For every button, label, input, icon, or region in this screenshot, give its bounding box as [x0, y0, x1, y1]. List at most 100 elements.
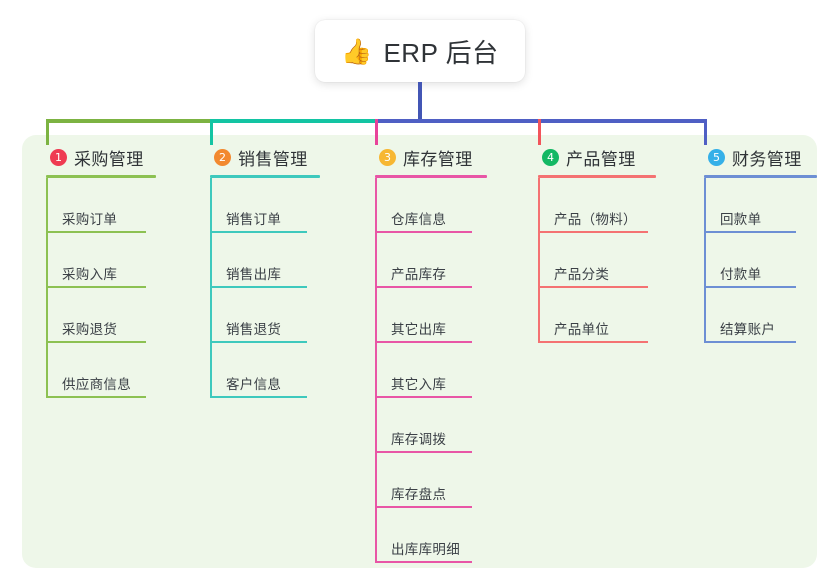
connector-segment-indigo	[375, 119, 707, 123]
column-2: 2 销售管理销售订单销售出库销售退货客户信息	[200, 144, 350, 398]
leaf-label: 库存调拨	[391, 432, 447, 447]
leaf-label: 销售订单	[226, 212, 282, 227]
leaf-rule	[210, 341, 307, 343]
leaf-list-3: 仓库信息产品库存其它出库其它入库库存调拨库存盘点出库库明细	[365, 178, 525, 563]
leaf-item[interactable]: 其它入库	[365, 343, 525, 398]
column-header-5[interactable]: 5 财务管理	[694, 144, 839, 170]
thumbs-up-icon: 👍	[341, 37, 373, 66]
root-stem	[418, 82, 422, 122]
leaf-item[interactable]: 产品分类	[528, 233, 688, 288]
leaf-label: 回款单	[720, 212, 762, 227]
column-rule-2	[210, 175, 320, 178]
column-rule-3	[375, 175, 487, 178]
leaf-rule	[375, 231, 472, 233]
leaf-rule	[538, 286, 648, 288]
column-title-5: 财务管理	[732, 149, 802, 169]
leaf-item[interactable]: 客户信息	[200, 343, 350, 398]
column-header-3[interactable]: 3 库存管理	[365, 144, 525, 170]
drop-column-3	[375, 119, 378, 145]
leaf-label: 采购退货	[62, 322, 118, 337]
leaf-item[interactable]: 采购入库	[36, 233, 186, 288]
leaf-item[interactable]: 其它出库	[365, 288, 525, 343]
connector-segment-teal	[210, 119, 378, 123]
column-title-4: 产品管理	[566, 149, 636, 169]
leaf-item[interactable]: 库存调拨	[365, 398, 525, 453]
leaf-rule	[704, 231, 796, 233]
leaf-list-5: 回款单付款单结算账户	[694, 178, 839, 343]
leaf-label: 客户信息	[226, 377, 282, 392]
leaf-rule	[704, 286, 796, 288]
leaf-item[interactable]: 销售出库	[200, 233, 350, 288]
column-spine-4	[538, 178, 540, 343]
column-rule-5	[704, 175, 817, 178]
column-rule-1	[46, 175, 156, 178]
leaf-item[interactable]: 采购订单	[36, 178, 186, 233]
leaf-item[interactable]: 销售退货	[200, 288, 350, 343]
connector-segment-green	[46, 119, 213, 123]
leaf-rule	[46, 286, 146, 288]
column-header-2[interactable]: 2 销售管理	[200, 144, 350, 170]
leaf-label: 付款单	[720, 267, 762, 282]
leaf-item[interactable]: 采购退货	[36, 288, 186, 343]
leaf-label: 产品分类	[554, 267, 610, 282]
leaf-item[interactable]: 销售订单	[200, 178, 350, 233]
leaf-rule	[704, 341, 796, 343]
leaf-item[interactable]: 出库库明细	[365, 508, 525, 563]
leaf-item[interactable]: 产品库存	[365, 233, 525, 288]
column-badge-2: 2	[214, 148, 231, 166]
leaf-item[interactable]: 回款单	[694, 178, 839, 233]
column-spine-1	[46, 178, 48, 398]
leaf-rule	[46, 231, 146, 233]
column-badge-3: 3	[379, 148, 396, 166]
leaf-label: 库存盘点	[391, 487, 447, 502]
leaf-rule	[210, 231, 307, 233]
leaf-item[interactable]: 结算账户	[694, 288, 839, 343]
leaf-list-2: 销售订单销售出库销售退货客户信息	[200, 178, 350, 398]
leaf-label: 仓库信息	[391, 212, 447, 227]
leaf-item[interactable]: 供应商信息	[36, 343, 186, 398]
leaf-label: 供应商信息	[62, 377, 131, 392]
column-badge-5: 5	[708, 148, 725, 166]
leaf-item[interactable]: 付款单	[694, 233, 839, 288]
leaf-label: 其它入库	[391, 377, 447, 392]
leaf-item[interactable]: 产品（物料）	[528, 178, 688, 233]
column-title-2: 销售管理	[238, 149, 308, 169]
diagram-panel	[22, 135, 817, 568]
leaf-list-4: 产品（物料） 产品分类产品单位	[528, 178, 688, 343]
leaf-label: 采购入库	[62, 267, 118, 282]
leaf-rule	[375, 286, 472, 288]
leaf-rule	[46, 396, 146, 398]
leaf-rule	[210, 396, 307, 398]
column-spine-2	[210, 178, 212, 398]
drop-column-5	[704, 119, 707, 145]
column-spine-3	[375, 178, 377, 563]
column-3: 3 库存管理仓库信息产品库存其它出库其它入库库存调拨库存盘点出库库明细	[365, 144, 525, 563]
root-node[interactable]: 👍 ERP 后台	[315, 20, 525, 82]
column-badge-1: 1	[50, 148, 67, 166]
column-rule-4	[538, 175, 656, 178]
drop-column-2	[210, 119, 213, 145]
leaf-rule	[375, 451, 472, 453]
leaf-item[interactable]: 产品单位	[528, 288, 688, 343]
leaf-rule	[375, 341, 472, 343]
column-title-3: 库存管理	[403, 149, 473, 169]
leaf-label: 产品库存	[391, 267, 447, 282]
leaf-label: 采购订单	[62, 212, 118, 227]
leaf-label: 销售退货	[226, 322, 282, 337]
leaf-rule	[46, 341, 146, 343]
leaf-rule	[375, 506, 472, 508]
leaf-label: 出库库明细	[391, 542, 460, 557]
leaf-label: 产品（物料）	[554, 212, 637, 227]
leaf-item[interactable]: 库存盘点	[365, 453, 525, 508]
leaf-rule	[538, 341, 648, 343]
leaf-item[interactable]: 仓库信息	[365, 178, 525, 233]
leaf-rule	[375, 396, 472, 398]
column-spine-5	[704, 178, 706, 343]
drop-column-4	[538, 119, 541, 145]
leaf-list-1: 采购订单采购入库采购退货供应商信息	[36, 178, 186, 398]
leaf-rule	[538, 231, 648, 233]
leaf-label: 产品单位	[554, 322, 610, 337]
